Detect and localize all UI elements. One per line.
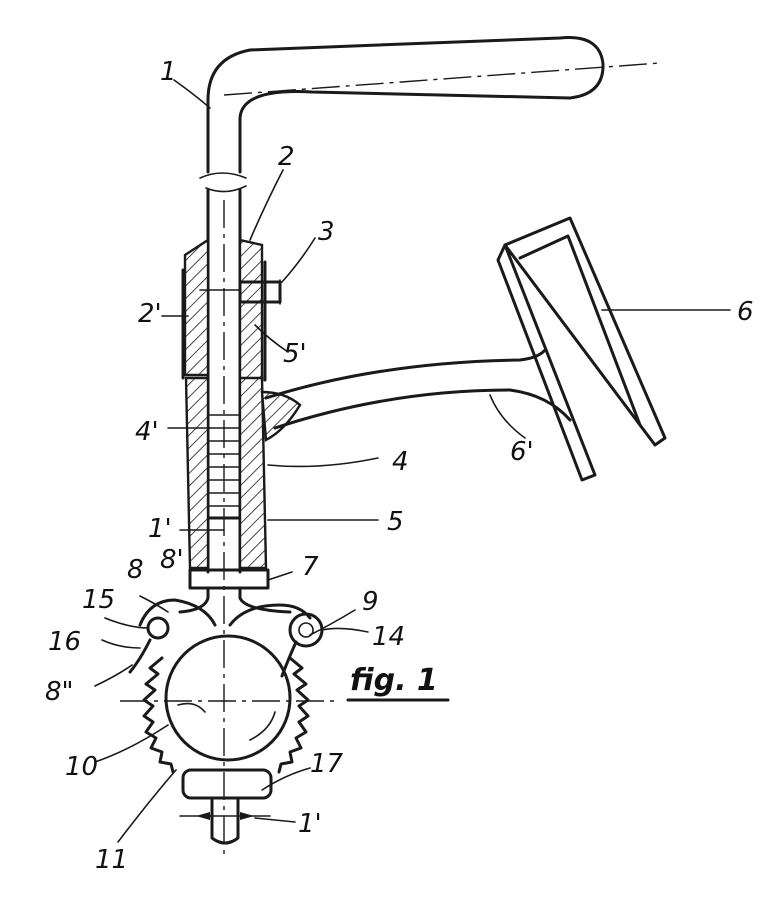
collar (181, 237, 282, 382)
label-2: 2 (278, 142, 295, 172)
ball (120, 634, 340, 762)
label-3: 3 (318, 217, 335, 247)
sleeve (184, 376, 302, 570)
label-1-prime-mid: 1' (148, 514, 172, 544)
label-11: 11 (95, 845, 128, 875)
label-2-prime: 2' (138, 299, 162, 329)
label-10: 10 (65, 752, 98, 782)
label-14: 14 (372, 622, 405, 652)
label-8-prime: 8' (160, 545, 184, 575)
label-4: 4 (392, 447, 409, 477)
label-9: 9 (362, 587, 379, 617)
label-6-prime: 6' (510, 437, 534, 467)
reference-labels: 1 2 3 2' 5' 6 4' 4 6' 1' 5 8' 7 8 9 15 1… (45, 57, 754, 875)
toothed-wheel (142, 656, 310, 774)
arm (264, 348, 572, 430)
label-5: 5 (387, 507, 404, 537)
label-15: 15 (82, 585, 115, 615)
label-16: 16 (48, 627, 81, 657)
handle (199, 36, 661, 193)
label-7: 7 (302, 552, 319, 582)
figure-caption: fig. 1 (350, 663, 438, 698)
label-8-double-prime: 8" (45, 677, 74, 707)
label-5-prime: 5' (283, 339, 307, 369)
clamp-plate (496, 216, 667, 482)
label-4-prime: 4' (135, 417, 159, 447)
label-1-prime-bottom: 1' (298, 809, 322, 839)
collar-ring (178, 568, 292, 614)
label-6: 6 (737, 297, 754, 327)
label-1-top: 1 (160, 57, 177, 87)
knurled-nut (179, 768, 273, 845)
leader-lines (94, 79, 731, 843)
label-17: 17 (310, 749, 344, 779)
spring (209, 414, 239, 507)
label-8: 8 (127, 555, 144, 585)
yoke (128, 598, 324, 678)
